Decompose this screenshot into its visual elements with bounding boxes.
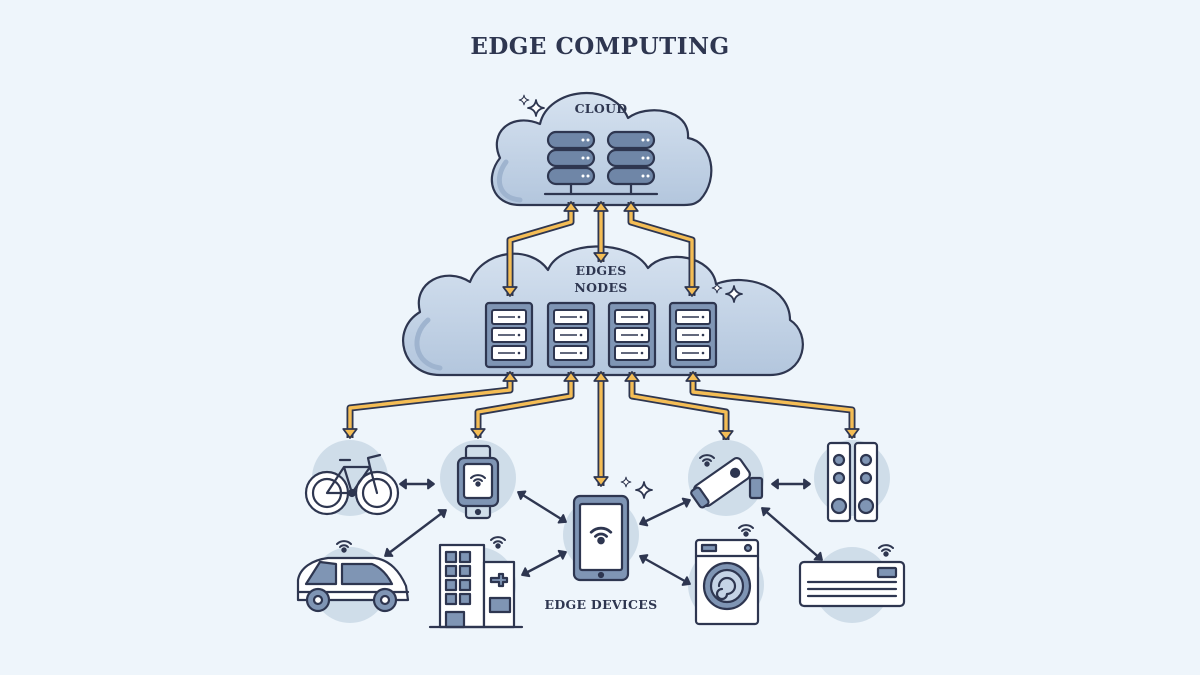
smartwatch-icon (456, 444, 500, 520)
device-link-arrow (521, 549, 567, 578)
diagram-title: EDGE COMPUTING (470, 33, 729, 60)
device-link-arrow (399, 478, 435, 490)
washing-machine-icon (694, 524, 760, 626)
edge-nodes-cloud: EDGES NODES (402, 245, 804, 377)
device-link-arrow (384, 509, 447, 557)
device-links (384, 478, 823, 586)
wifi-icon (737, 524, 755, 537)
database-icon (546, 130, 596, 196)
device-link-arrow (517, 490, 567, 524)
device-link-arrow (639, 554, 691, 586)
double-arrow (623, 201, 700, 297)
device-link-arrow (761, 507, 823, 561)
car-icon (296, 540, 410, 613)
wifi-icon (489, 536, 507, 549)
bicycle-icon (304, 453, 400, 516)
double-arrow (593, 201, 609, 263)
server-rack-icon (607, 301, 657, 369)
double-arrow (624, 371, 734, 441)
security-camera-icon (690, 454, 764, 509)
wifi-icon (877, 544, 895, 557)
double-arrow (685, 371, 860, 439)
database-icon (606, 130, 656, 196)
device-link-arrow (771, 478, 811, 490)
double-arrow (502, 201, 579, 297)
sparkle-icon (635, 481, 653, 499)
double-arrow (342, 371, 518, 439)
server-rack-icon (546, 301, 596, 369)
tablet-icon (572, 494, 630, 582)
cloud-label: CLOUD (575, 101, 628, 116)
device-link-arrow (639, 497, 691, 527)
double-arrow (470, 371, 579, 439)
sparkle-icon (527, 99, 545, 117)
building-icon (428, 536, 524, 629)
double-arrow (593, 371, 609, 487)
data-flow-arrows (342, 201, 860, 487)
server-rack-icon (668, 301, 718, 369)
cloud: CLOUD (490, 92, 713, 207)
edge-nodes-label-1: EDGES (575, 263, 626, 278)
server-rack-icon (484, 301, 534, 369)
speakers-icon (826, 441, 879, 523)
edge-devices-label: EDGE DEVICES (545, 597, 658, 612)
air-conditioner-icon (798, 544, 906, 608)
edge-nodes-label-2: NODES (574, 280, 627, 295)
